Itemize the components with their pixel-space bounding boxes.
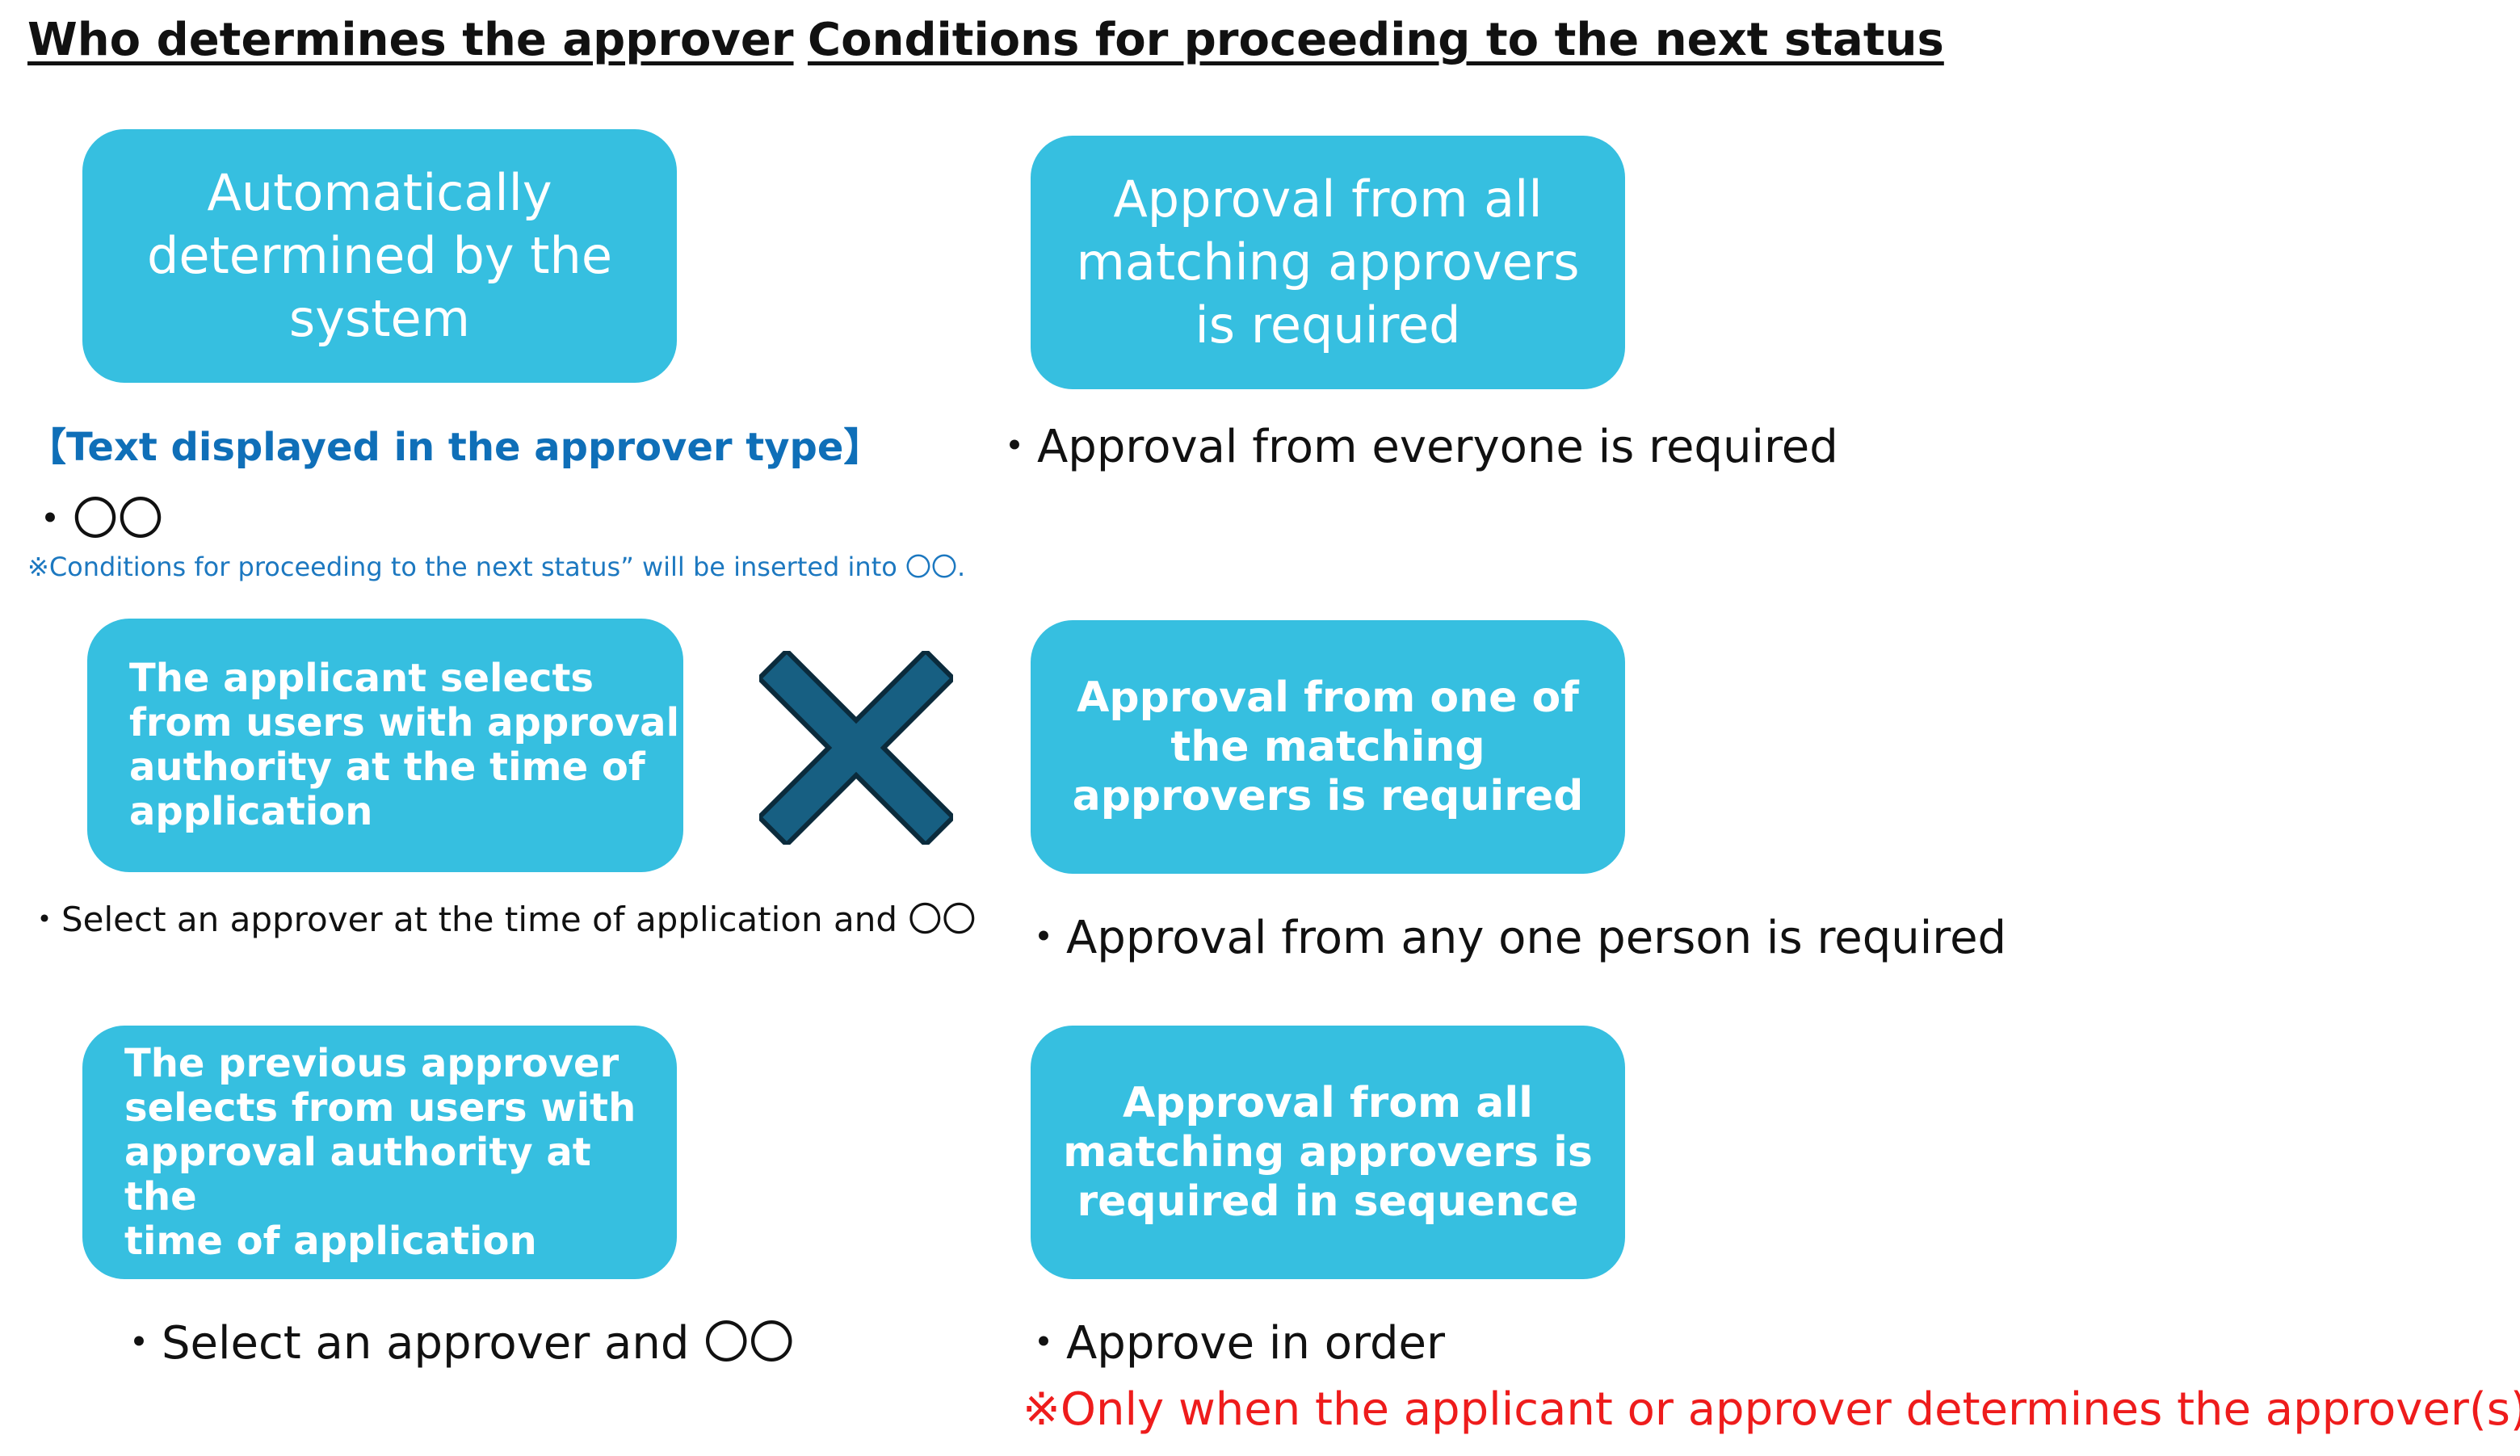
condition-box-all: Approval from all matching approvers is … [1031,136,1625,389]
heading-who-determines: Who determines the approver [27,14,794,66]
condition-box-one: Approval from one of the matching approv… [1031,620,1625,874]
one-approval-note: ・Approval from any one person is require… [1021,912,2007,964]
condition-box-all-label: Approval from all matching approvers is … [1076,170,1580,355]
approver-type-title: 【Text displayed in the approver type】 [27,425,883,470]
applicant-note: ・Select an approver at the time of appli… [27,900,976,939]
approver-type-placeholder: ・〇〇 [27,493,163,546]
condition-box-sequence: Approval from all matching approvers is … [1031,1026,1625,1279]
approver-box-applicant: The applicant selects from users with ap… [87,619,683,872]
red-warning-note: ※Only when the applicant or approver det… [1023,1383,2520,1436]
multiply-cross-icon [759,651,953,845]
approver-box-previous: The previous approver selects from users… [82,1026,677,1279]
heading-conditions: Conditions for proceeding to the next st… [808,14,1944,66]
order-approval-note: ・Approve in order [1021,1317,1446,1370]
condition-box-sequence-label: Approval from all matching approvers is … [1063,1078,1593,1226]
approver-box-previous-label: The previous approver selects from users… [124,1040,636,1264]
insert-note: ※Conditions for proceeding to the next s… [27,552,966,582]
approver-box-system: Automatically determined by the system [82,129,677,383]
approver-box-system-label: Automatically determined by the system [147,163,612,348]
previous-approver-note: ・Select an approver and 〇〇 [116,1317,795,1370]
approver-box-applicant-label: The applicant selects from users with ap… [129,656,680,834]
condition-box-one-label: Approval from one of the matching approv… [1072,673,1584,820]
all-approval-note: ・Approval from everyone is required [992,421,1838,473]
